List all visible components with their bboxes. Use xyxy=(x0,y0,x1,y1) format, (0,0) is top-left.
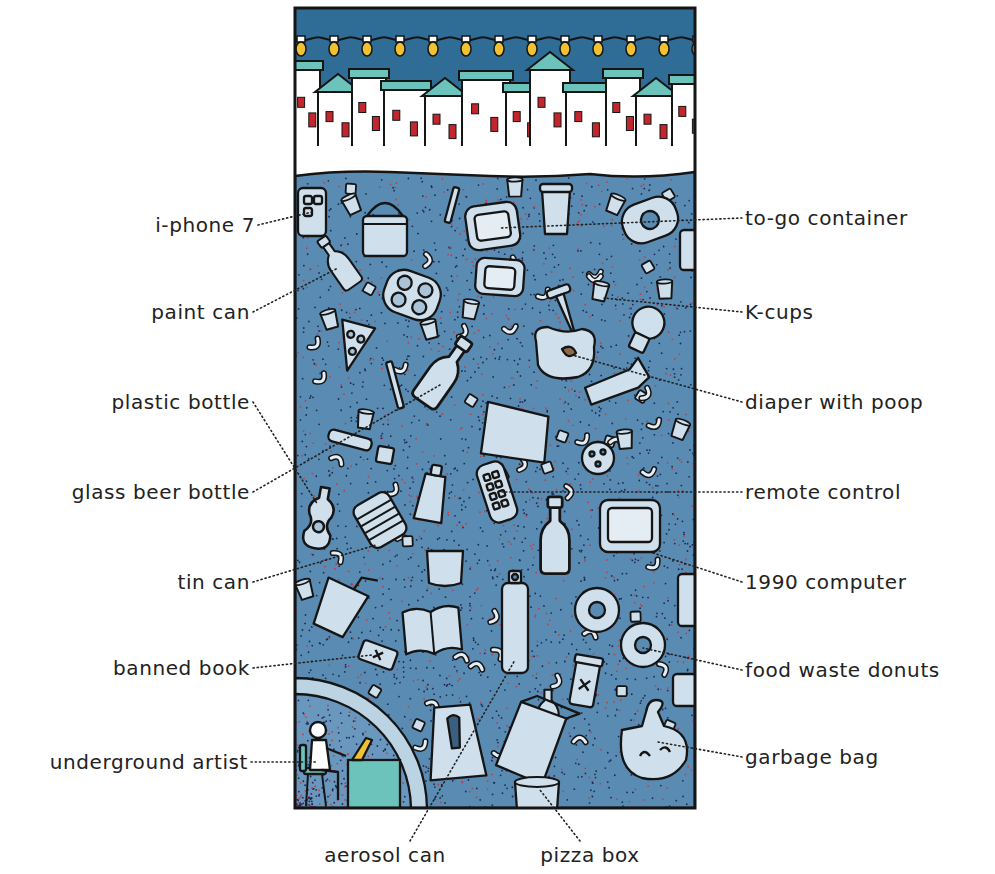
night-sky xyxy=(295,8,695,158)
frame-border xyxy=(295,8,695,808)
part-label: diaper with poop xyxy=(745,390,923,414)
leader-line xyxy=(572,355,742,402)
part-label: K-cups xyxy=(745,300,814,324)
part-label: tin can xyxy=(177,570,250,594)
string-lights xyxy=(295,34,695,56)
part-label: pizza box xyxy=(540,843,639,867)
leader-lines xyxy=(251,212,742,841)
leader-line xyxy=(253,385,440,492)
landfill-soil xyxy=(295,172,695,809)
leader-line xyxy=(650,552,742,582)
part-label: garbage bag xyxy=(745,745,879,769)
leader-line xyxy=(604,298,742,312)
part-label: aerosol can xyxy=(324,843,446,867)
leader-line xyxy=(253,268,338,312)
part-label: glass beer bottle xyxy=(72,480,250,504)
trash-items xyxy=(295,177,695,808)
part-label: paint can xyxy=(151,300,250,324)
leader-line xyxy=(500,218,742,228)
illustration xyxy=(295,8,695,808)
houses xyxy=(295,52,695,148)
part-label: plastic bottle xyxy=(111,390,250,414)
leader-line xyxy=(658,742,742,757)
leader-line xyxy=(253,545,376,582)
part-label: remote control xyxy=(745,480,901,504)
leader-line xyxy=(253,402,318,505)
leader-line xyxy=(502,491,742,493)
part-label: i-phone 7 xyxy=(155,213,255,237)
leader-line xyxy=(540,790,580,841)
leader-line xyxy=(410,660,515,841)
part-label: to-go container xyxy=(745,206,908,230)
small-debris xyxy=(309,184,676,776)
leader-line xyxy=(643,648,742,670)
part-label: 1990 computer xyxy=(745,570,907,594)
leader-line xyxy=(251,761,316,763)
part-label: underground artist xyxy=(50,750,248,774)
part-label: banned book xyxy=(113,656,250,680)
leader-line xyxy=(258,212,312,225)
soil-speckles xyxy=(295,177,695,808)
artist-chamber xyxy=(295,678,427,808)
part-label: food waste donuts xyxy=(745,658,940,682)
leader-line xyxy=(253,655,372,668)
